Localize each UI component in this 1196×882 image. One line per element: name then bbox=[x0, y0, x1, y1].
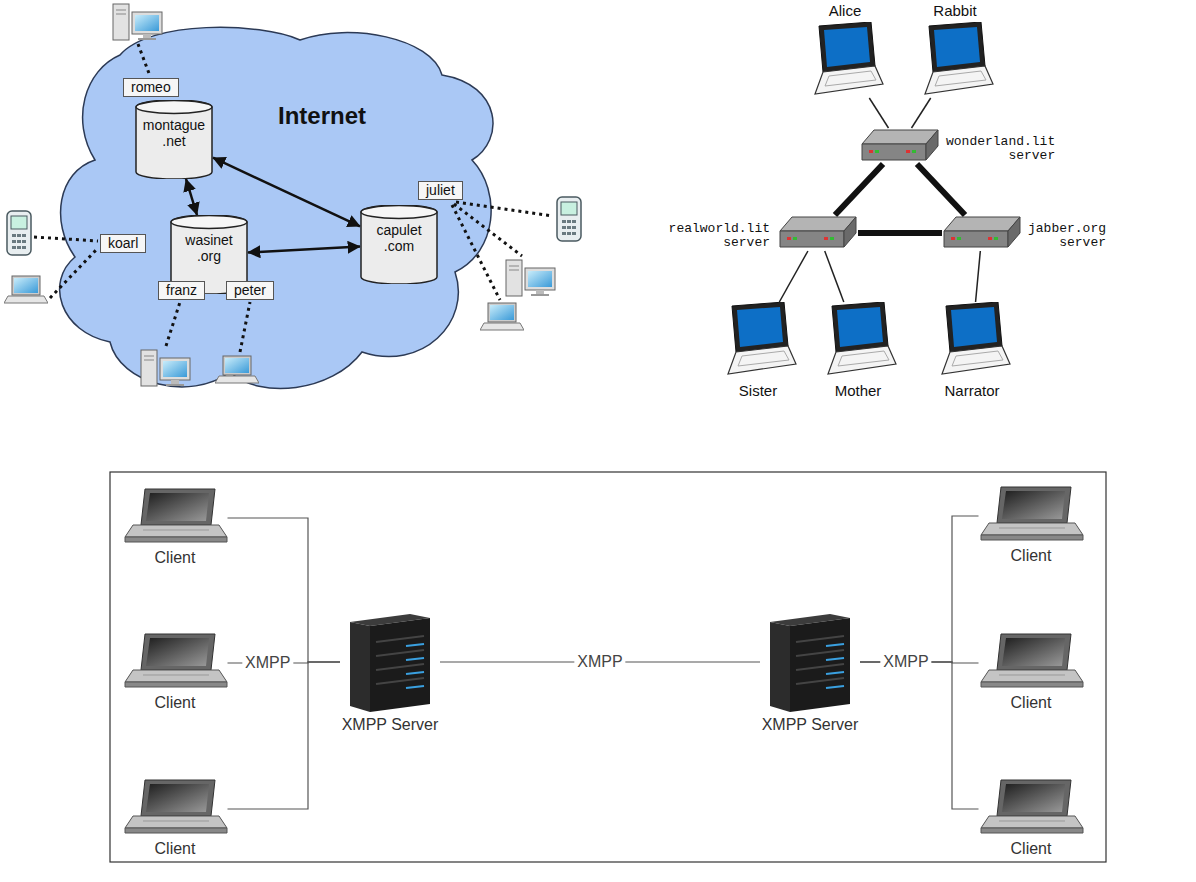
diagram-frame bbox=[110, 472, 1106, 862]
client-laptop: Client bbox=[120, 778, 230, 858]
network-link bbox=[186, 179, 197, 215]
client-laptop: Client bbox=[976, 485, 1086, 565]
xserver-icon bbox=[340, 612, 440, 712]
network-link bbox=[858, 230, 942, 236]
client-devices bbox=[4, 4, 581, 386]
user-name: Alice bbox=[829, 2, 862, 20]
laptop-node: Alice bbox=[805, 22, 885, 98]
server-name: capulet .com bbox=[376, 205, 421, 254]
client-label: Client bbox=[976, 840, 1086, 858]
client-icon bbox=[123, 487, 228, 545]
network-link bbox=[860, 662, 979, 809]
network-link bbox=[912, 98, 931, 128]
laptopB-icon bbox=[718, 302, 798, 378]
server-label: XMPP Server bbox=[750, 716, 870, 734]
network-link bbox=[825, 251, 844, 302]
router-icon bbox=[778, 215, 858, 251]
user-name: juliet bbox=[426, 182, 455, 199]
server-name: realworld.lit server bbox=[669, 222, 770, 250]
user-callout: romeo bbox=[123, 78, 179, 97]
laptop-node: Mother bbox=[818, 302, 898, 378]
server-cylinder: capulet .com bbox=[360, 205, 438, 284]
network-link bbox=[228, 518, 341, 662]
user-name: Mother bbox=[835, 382, 882, 400]
laptopB-icon bbox=[805, 22, 885, 98]
user-name: peter bbox=[234, 282, 266, 299]
link-label: XMPP bbox=[242, 654, 293, 672]
laptopB-icon bbox=[915, 22, 995, 98]
server-node: jabber.org server bbox=[942, 215, 1022, 251]
xmpp-server: XMPP Server bbox=[330, 612, 450, 734]
laptop-node: Narrator bbox=[932, 302, 1012, 378]
network-link bbox=[976, 251, 981, 302]
device-links bbox=[34, 44, 553, 352]
user-name: franz bbox=[166, 282, 197, 299]
user-name: koarl bbox=[108, 235, 138, 252]
client-icon bbox=[979, 778, 1084, 836]
client-laptop: Client bbox=[120, 632, 230, 712]
user-callout: peter bbox=[226, 281, 274, 300]
server-node: wonderland.lit server bbox=[860, 128, 940, 164]
link-label: XMPP bbox=[574, 653, 625, 671]
user-callout: koarl bbox=[100, 234, 146, 253]
router-icon bbox=[942, 215, 1022, 251]
client-laptop: Client bbox=[120, 487, 230, 567]
client-icon bbox=[979, 632, 1084, 690]
network-link bbox=[917, 164, 965, 215]
server-name: montague .net bbox=[143, 100, 205, 149]
network-link bbox=[213, 158, 360, 227]
region-title: Internet bbox=[278, 102, 366, 130]
server-name: wonderland.lit server bbox=[946, 135, 1055, 163]
laptopB-icon bbox=[818, 302, 898, 378]
client-label: Client bbox=[120, 549, 230, 567]
network-link bbox=[228, 662, 341, 809]
xserver-icon bbox=[760, 612, 860, 712]
client-label: Client bbox=[120, 694, 230, 712]
laptopB-icon bbox=[932, 302, 1012, 378]
laptop-node: Sister bbox=[718, 302, 798, 378]
user-name: Narrator bbox=[944, 382, 999, 400]
client-label: Client bbox=[976, 547, 1086, 565]
user-callout: juliet bbox=[418, 181, 463, 200]
server-name: wasinet .org bbox=[185, 215, 232, 264]
internet-cloud bbox=[60, 27, 493, 388]
network-link bbox=[248, 247, 360, 253]
user-callout: franz bbox=[158, 281, 205, 300]
network-link bbox=[869, 98, 888, 128]
client-icon bbox=[979, 485, 1084, 543]
user-name: Sister bbox=[739, 382, 777, 400]
link-label: XMPP bbox=[880, 653, 931, 671]
client-laptop: Client bbox=[976, 778, 1086, 858]
network-link bbox=[835, 164, 883, 215]
user-name: romeo bbox=[131, 79, 171, 96]
user-name: Rabbit bbox=[933, 2, 976, 20]
client-label: Client bbox=[120, 840, 230, 858]
server-name: jabber.org server bbox=[1028, 222, 1106, 250]
server-node: realworld.lit server bbox=[778, 215, 858, 251]
laptop-node: Rabbit bbox=[915, 22, 995, 98]
xmpp-server: XMPP Server bbox=[750, 612, 870, 734]
network-link bbox=[779, 251, 808, 302]
client-label: Client bbox=[976, 694, 1086, 712]
router-icon bbox=[860, 128, 940, 164]
client-icon bbox=[123, 632, 228, 690]
client-icon bbox=[123, 778, 228, 836]
server-label: XMPP Server bbox=[330, 716, 450, 734]
network-link bbox=[860, 516, 979, 662]
client-laptop: Client bbox=[976, 632, 1086, 712]
server-cylinder: montague .net bbox=[135, 100, 213, 179]
